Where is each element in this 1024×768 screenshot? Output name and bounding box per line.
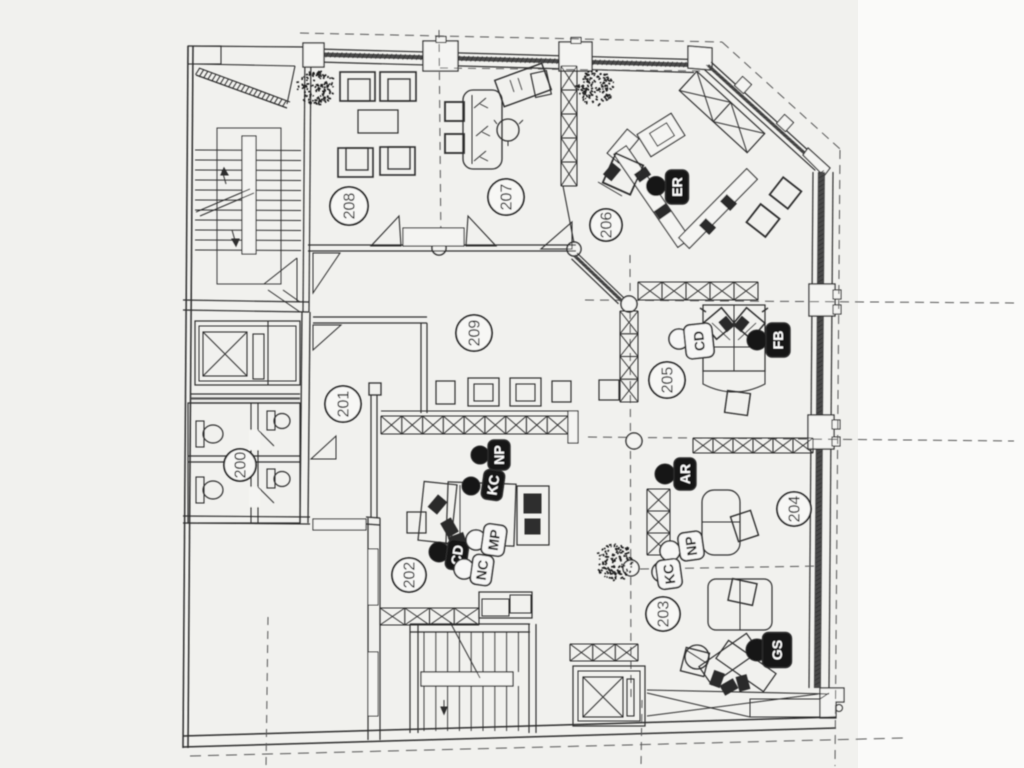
svg-text:MP: MP [485, 528, 504, 551]
svg-text:208: 208 [342, 193, 359, 220]
svg-text:206: 206 [599, 212, 616, 239]
svg-text:201: 201 [336, 391, 353, 418]
svg-text:203: 203 [656, 601, 673, 628]
svg-text:NP: NP [491, 445, 507, 464]
svg-text:204: 204 [787, 496, 804, 523]
svg-text:207: 207 [499, 184, 516, 211]
svg-text:NP: NP [682, 535, 701, 556]
svg-text:ER: ER [669, 177, 685, 196]
svg-text:202: 202 [402, 562, 419, 589]
svg-text:200: 200 [233, 452, 250, 479]
svg-text:GS: GS [769, 640, 785, 660]
svg-text:209: 209 [467, 320, 484, 347]
svg-text:KC: KC [484, 474, 503, 496]
svg-text:FB: FB [770, 331, 786, 350]
svg-text:CD: CD [690, 330, 708, 352]
svg-text:AR: AR [677, 464, 693, 484]
svg-text:KC: KC [660, 563, 679, 585]
svg-text:NC: NC [473, 559, 492, 581]
svg-text:205: 205 [660, 367, 677, 394]
